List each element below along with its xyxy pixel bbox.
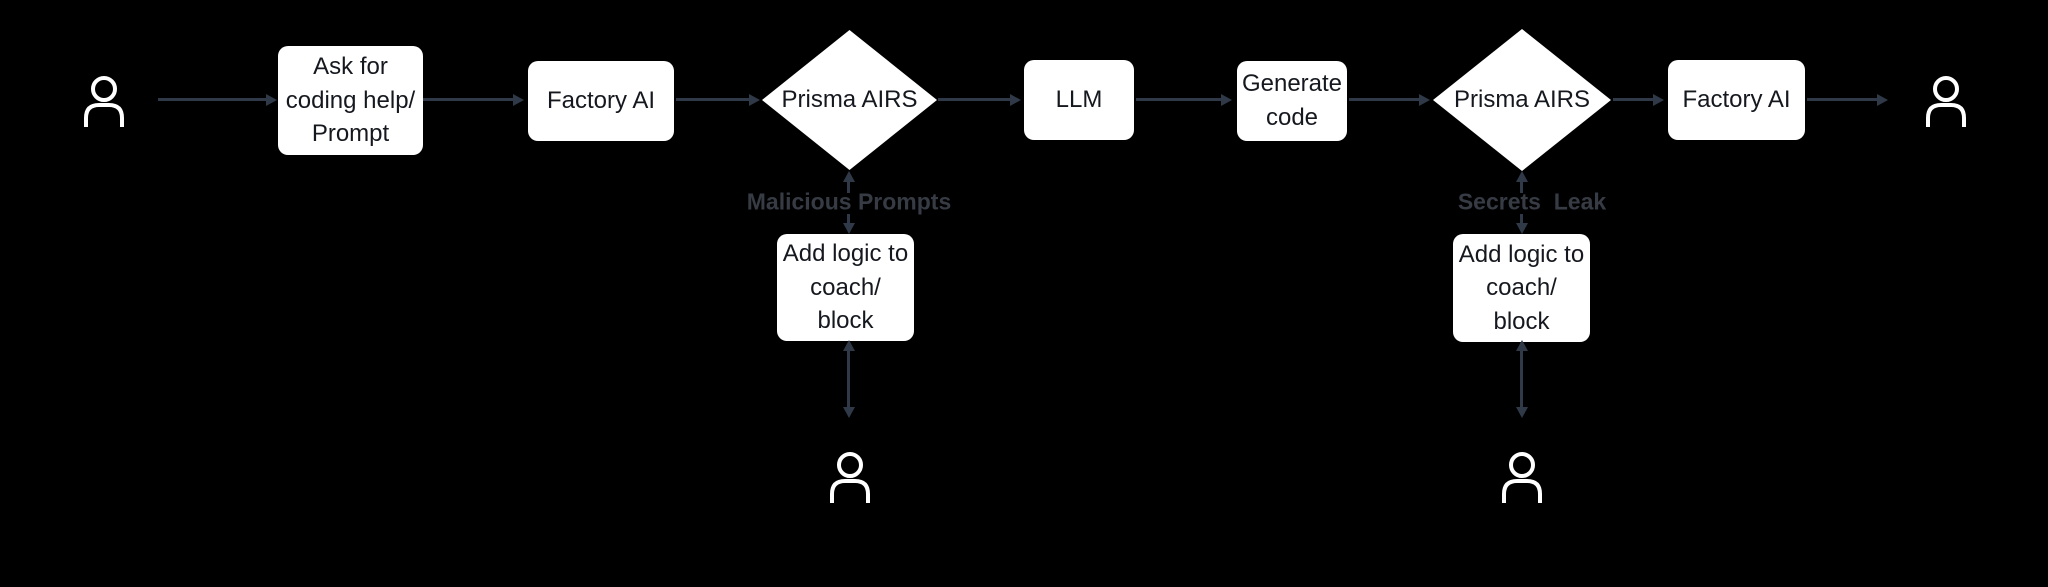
edge-label-secrets-leak: Secrets Leak [1457,188,1607,215]
user-icon [1500,452,1544,504]
flow-arrow-user-to-ask [158,93,277,106]
process-node-add-logic-2: Add logic to coach/ block [1453,234,1590,342]
decision-node-airs-2: Prisma AIRS [1433,29,1611,171]
process-node-factory-1: Factory AI [528,61,674,141]
flow-arrow-airs2-to-factory2 [1613,93,1664,106]
node-label: LLM [1055,86,1103,114]
branch-arrow-airs2-up [1515,171,1528,193]
arrowhead-up-icon [1515,171,1528,182]
node-label: Factory AI [1682,86,1791,114]
flow-arrow-llm-to-generate [1136,93,1232,106]
arrowhead-down-icon [842,223,855,234]
node-label: Prisma AIRS [781,86,918,113]
user-icon [828,452,872,504]
node-label: Prisma AIRS [1453,86,1591,113]
node-label: Factory AI [546,87,656,115]
arrowhead-down-icon [842,407,855,418]
arrowhead-up-icon [1515,340,1528,351]
flow-arrow-factory2-to-user [1807,93,1888,106]
branch-arrow-addlogic1-user-bidirectional [842,340,855,418]
decision-node-airs-1: Prisma AIRS [762,30,937,170]
edge-label-malicious-prompts: Malicious Prompts [746,188,952,215]
arrowhead-right-icon [1419,93,1430,106]
process-node-factory-2: Factory AI [1668,60,1805,140]
arrowhead-right-icon [513,93,524,106]
arrowhead-right-icon [1221,93,1232,106]
process-node-llm: LLM [1024,60,1134,140]
node-label: Add logic to coach/ block [1458,240,1585,335]
arrowhead-down-icon [1515,407,1528,418]
process-node-ask: Ask for coding help/ Prompt [278,46,423,155]
arrowhead-down-icon [1515,223,1528,234]
diamond-shape [1433,29,1611,171]
branch-arrow-label-to-addlogic2 [1515,214,1528,234]
user-icon [82,76,126,128]
node-label: Generate code [1241,70,1343,131]
process-node-add-logic-1: Add logic to coach/ block [777,234,914,341]
arrowhead-right-icon [266,93,277,106]
node-label: Ask for coding help/ Prompt [285,53,416,148]
arrowhead-right-icon [1877,93,1888,106]
flow-arrow-airs1-to-llm [938,93,1021,106]
user-icon [1924,76,1968,128]
process-node-generate-code: Generate code [1237,61,1347,141]
arrowhead-right-icon [1653,93,1664,106]
branch-arrow-airs1-up [842,171,855,193]
arrowhead-up-icon [842,340,855,351]
flow-arrow-generate-to-airs2 [1349,93,1430,106]
flow-arrow-factory1-to-airs1 [676,93,760,106]
diamond-shape [762,30,937,170]
arrowhead-up-icon [842,171,855,182]
arrowhead-right-icon [1010,93,1021,106]
flow-arrow-ask-to-factory1 [423,93,524,106]
arrowhead-right-icon [749,93,760,106]
branch-arrow-addlogic2-user-bidirectional [1515,340,1528,418]
node-label: Add logic to coach/ block [782,240,909,335]
branch-arrow-label-to-addlogic1 [842,214,855,234]
